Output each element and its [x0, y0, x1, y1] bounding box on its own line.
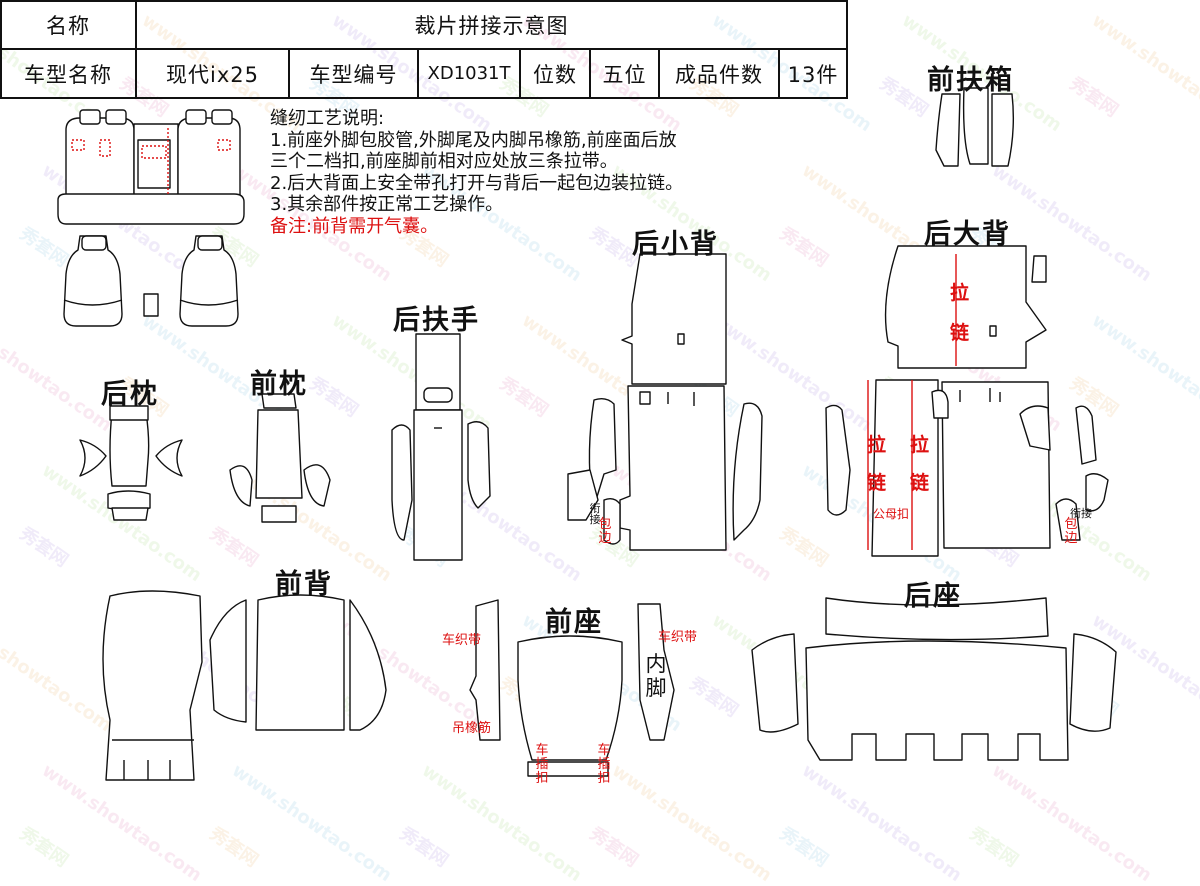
- pieces-value: 13件: [787, 62, 839, 87]
- notes-remark: 备注:前背需开气囊。: [270, 215, 439, 237]
- car-strap-label-left: 车织带: [442, 633, 482, 648]
- title-front-seat: 前座: [545, 607, 603, 638]
- notes-line-4: 3.其余部件按正常工艺操作。: [270, 194, 504, 215]
- code-label: 车型编号: [309, 62, 398, 87]
- title-rear-small-back: 后小背: [632, 229, 719, 260]
- edge-label-left: 包边: [598, 517, 612, 546]
- zipper-label-lian: 链: [950, 322, 970, 344]
- zipper-right-lian: 链: [910, 472, 930, 494]
- rear-seat-pieces: [751, 597, 1117, 761]
- inner-foot-label-foot: 脚: [645, 676, 667, 700]
- rear-pillow-pieces: [79, 405, 183, 521]
- car-strap-label-right: 车织带: [658, 630, 698, 645]
- watermark-brand: 秀套网: [205, 823, 262, 872]
- rear-armrest-pieces: [391, 333, 491, 561]
- title-rear-seat: 后座: [904, 581, 962, 612]
- car-insert-buckle-left: 车插扣: [535, 743, 549, 786]
- watermark-brand: 秀套网: [775, 823, 832, 872]
- title-front-armrest-box: 前扶箱: [927, 65, 1014, 96]
- zipper-label-la: 拉: [950, 282, 970, 304]
- title-rear-big-back: 后大背: [924, 219, 1011, 250]
- title-rear-pillow: 后枕: [101, 379, 159, 410]
- sewing-notes: 缝纫工艺说明: 1.前座外脚包胶管,外脚尾及内脚吊橡筋,前座面后放 三个二档扣,…: [270, 108, 683, 237]
- edge-label-right: 包边: [1064, 517, 1078, 546]
- pieces-label: 成品件数: [675, 62, 763, 87]
- title-rear-armrest: 后扶手: [393, 305, 480, 336]
- notes-heading: 缝纫工艺说明:: [270, 108, 385, 129]
- notes-line-3: 2.后大背面上安全带孔打开与背后一起包边装拉链。: [270, 172, 684, 194]
- watermark-brand: 秀套网: [585, 823, 642, 872]
- pattern-pieces: [57, 87, 1117, 781]
- inner-foot-label-inner: 内: [645, 652, 667, 676]
- diagram-title: 裁片拼接示意图: [414, 13, 569, 38]
- model-value: 现代ix25: [166, 62, 259, 87]
- title-front-back: 前背: [275, 569, 333, 600]
- title-front-pillow: 前枕: [250, 369, 308, 400]
- model-label: 车型名称: [24, 62, 112, 87]
- zipper-right-la: 拉: [910, 434, 930, 456]
- rear-small-back-pieces: [567, 253, 763, 551]
- connect-label-left: 衔接: [589, 502, 601, 526]
- notes-line-2: 三个二档扣,前座脚前相对应处放三条拉带。: [270, 151, 618, 172]
- name-label: 名称: [46, 13, 90, 38]
- watermark-brand: 秀套网: [965, 823, 1022, 872]
- connect-label-right: 衔接: [1070, 507, 1092, 520]
- watermark-brand: 秀套网: [395, 823, 452, 872]
- front-armrest-box-pieces: [935, 87, 1015, 167]
- zipper-left-lian: 链: [867, 472, 887, 494]
- mother-buckle-label: 公母扣: [873, 507, 910, 521]
- notes-line-1: 1.前座外脚包胶管,外脚尾及内脚吊橡筋,前座面后放: [270, 129, 677, 151]
- seats-label: 位数: [533, 62, 577, 87]
- front-back-pieces: [102, 590, 387, 781]
- car-insert-buckle-right: 车插扣: [597, 743, 611, 786]
- elastic-label: 吊橡筋: [452, 721, 492, 736]
- front-seat-pieces: [469, 599, 675, 777]
- seats-value: 五位: [602, 62, 647, 87]
- rear-big-back-pieces: [825, 245, 1109, 557]
- code-value: XD1031T: [427, 63, 511, 84]
- assembled-seat-thumbnail: [57, 109, 245, 327]
- watermark-brand: 秀套网: [15, 823, 72, 872]
- front-pillow-pieces: [229, 393, 331, 523]
- zipper-left-la: 拉: [867, 434, 887, 456]
